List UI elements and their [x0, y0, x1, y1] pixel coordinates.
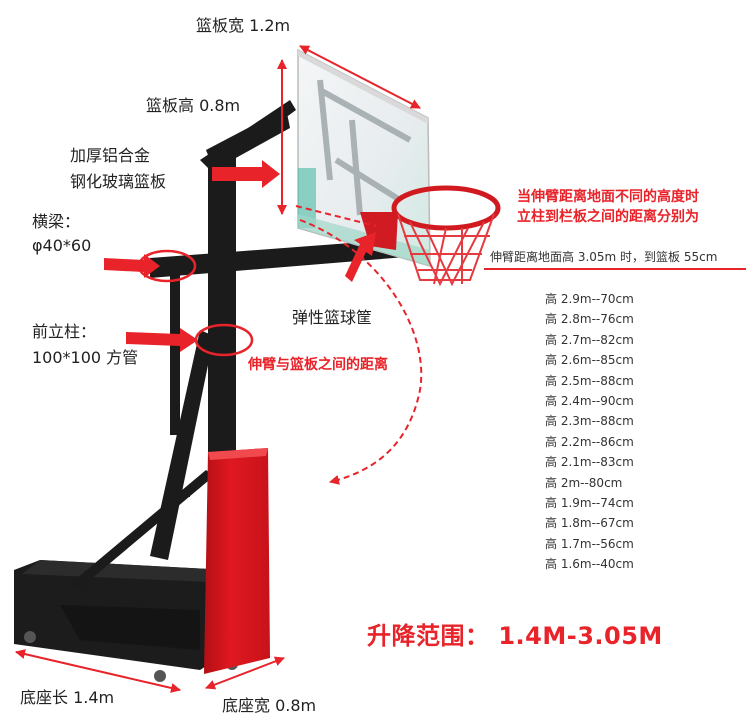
- rim-label: 弹性篮球筐: [292, 308, 373, 327]
- crossbeam-pointer-arrow-icon: [104, 254, 160, 278]
- arm-distance-label: 伸臂与篮板之间的距离: [248, 357, 388, 373]
- list-item: 高 2.3m--88cm: [545, 414, 634, 429]
- post-pad: [204, 448, 270, 674]
- board-pointer-arrow-icon: [212, 160, 280, 188]
- list-item: 高 1.7m--56cm: [545, 536, 634, 551]
- dimension-lines: [15, 45, 423, 693]
- list-item: 高 2.1m--83cm: [545, 455, 634, 470]
- list-item: 高 2.4m--90cm: [545, 393, 634, 408]
- info-title-line1: 当伸臂距离地面不同的高度时: [517, 189, 699, 205]
- list-item: 高 2.7m--82cm: [545, 332, 634, 347]
- board-material-label-line1: 加厚铝合金: [70, 146, 151, 165]
- info-title-line2: 立柱到栏板之间的距离分别为: [517, 209, 699, 225]
- height-distance-list: 高 2.9m--70cm 高 2.8m--76cm 高 2.7m--82cm 高…: [545, 289, 634, 574]
- board-height-label: 篮板高 0.8m: [146, 96, 241, 115]
- post-label-line2: 100*100 方管: [32, 348, 139, 367]
- list-item: 高 1.6m--40cm: [545, 557, 634, 572]
- board-width-label: 篮板宽 1.2m: [196, 16, 291, 35]
- list-item: 高 2.9m--70cm: [545, 292, 634, 306]
- list-item: 高 2.6m--85cm: [545, 353, 634, 368]
- crossbeam-label-line1: 横梁：: [32, 212, 81, 231]
- post-pointer-arrow-icon: [126, 328, 198, 352]
- list-item: 高 1.8m--67cm: [545, 516, 634, 531]
- info-subtitle: 伸臂距离地面高 3.05m 时，到篮板 55cm: [490, 250, 718, 264]
- backboard: [297, 48, 431, 268]
- lift-range-label: 升降范围： 1.4M-3.05M: [367, 622, 663, 650]
- list-item: 高 2.2m--86cm: [545, 434, 634, 449]
- pointer-arrows: [104, 160, 376, 352]
- list-item: 高 2.8m--76cm: [545, 312, 634, 327]
- info-divider: [484, 268, 746, 270]
- board-material-label-line2: 钢化玻璃篮板: [70, 172, 167, 191]
- list-item: 高 1.9m--74cm: [545, 495, 634, 510]
- base: [14, 560, 238, 682]
- rim-pointer-arrow-icon: [345, 232, 376, 282]
- list-item: 高 2.5m--88cm: [545, 373, 634, 388]
- callout-circles: [137, 249, 254, 357]
- post-label-line1: 前立柱：: [32, 322, 97, 341]
- base-width-label: 底座宽 0.8m: [222, 696, 317, 715]
- base-length-label: 底座长 1.4m: [20, 688, 115, 707]
- list-item: 高 2m--80cm: [545, 475, 623, 490]
- crossbeam-label-line2: φ40*60: [32, 236, 92, 255]
